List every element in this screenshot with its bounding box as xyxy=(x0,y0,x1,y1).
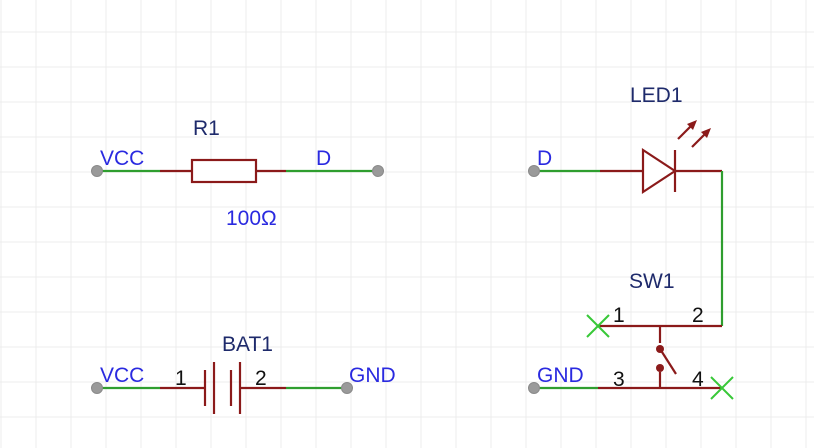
sw1-gnd-endpoint[interactable] xyxy=(528,382,540,394)
bat1-vcc-endpoint[interactable] xyxy=(91,382,103,394)
sw1-pin2-number: 2 xyxy=(692,304,704,327)
sw1-bottom-contact xyxy=(656,364,664,372)
led1-designator: LED1 xyxy=(630,84,683,107)
led1-light-arrows-icon xyxy=(677,120,711,148)
switch-sw1[interactable]: SW1 1 2 3 4 GND xyxy=(528,270,734,400)
r1-d-endpoint[interactable] xyxy=(372,165,384,177)
led1-d-endpoint[interactable] xyxy=(528,165,540,177)
bat1-net-label-gnd: GND xyxy=(349,364,396,387)
sw1-pin1-no-connect-icon xyxy=(586,314,610,338)
led-led1[interactable]: LED1 D xyxy=(528,84,723,195)
bat1-pin2-number: 2 xyxy=(255,367,267,390)
led1-diode-triangle[interactable] xyxy=(641,147,678,195)
battery-bat1[interactable]: BAT1 1 2 VCC GND xyxy=(91,333,396,414)
sw1-pin3-number: 3 xyxy=(613,368,625,391)
sw1-pin1-number: 1 xyxy=(613,304,625,327)
sw1-actuator[interactable] xyxy=(661,351,677,375)
bat1-net-label-vcc: VCC xyxy=(100,364,144,387)
r1-net-label-vcc: VCC xyxy=(100,147,144,170)
r1-net-label-d: D xyxy=(316,147,331,170)
led1-net-label-d: D xyxy=(537,147,552,170)
sw1-designator: SW1 xyxy=(629,270,675,293)
r1-vcc-endpoint[interactable] xyxy=(91,165,103,177)
r1-body[interactable] xyxy=(190,158,258,184)
resistor-r1[interactable]: R1 100Ω VCC D xyxy=(91,117,384,230)
sw1-net-label-gnd: GND xyxy=(537,364,584,387)
sw1-pin4-number: 4 xyxy=(692,368,704,391)
bat1-gnd-endpoint[interactable] xyxy=(341,382,353,394)
bat1-designator: BAT1 xyxy=(222,333,273,356)
sw1-top-contact xyxy=(656,345,664,353)
r1-value: 100Ω xyxy=(226,207,277,230)
bat1-pin1-number: 1 xyxy=(175,367,187,390)
r1-designator: R1 xyxy=(193,117,220,140)
sw1-pin4-no-connect-icon xyxy=(710,376,734,400)
